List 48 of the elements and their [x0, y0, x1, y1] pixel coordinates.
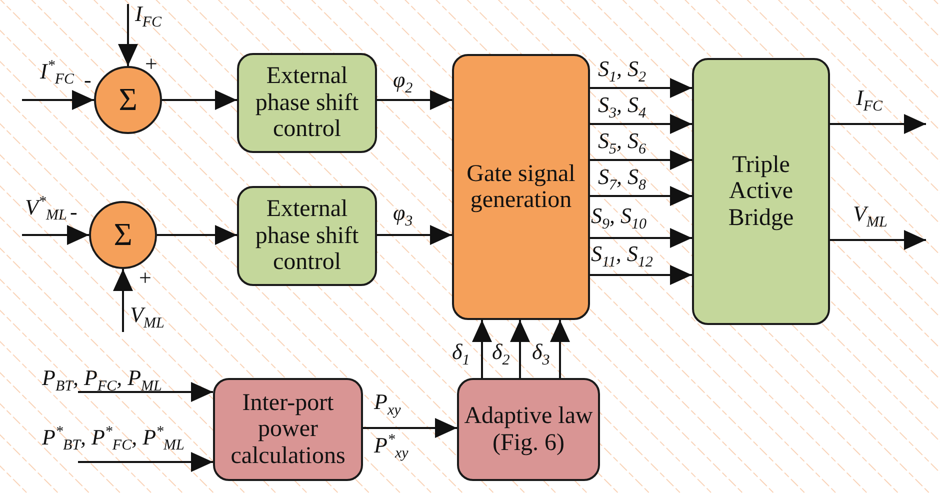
edge-label: S$_{3}$, S$_{4}$	[598, 93, 646, 122]
edge-label: S$_{9}$, S$_{10}$	[591, 204, 646, 233]
edge-label: V$_{ML}$	[853, 202, 888, 231]
control-block: External phase shift control	[237, 53, 377, 153]
arrow	[377, 225, 452, 245]
sign-label: -	[84, 68, 92, 92]
arrow	[162, 90, 237, 110]
arrow	[550, 320, 570, 378]
arrow	[78, 382, 213, 402]
arrow	[377, 90, 452, 110]
edge-label: δ$_{1}$	[452, 340, 470, 369]
edge-label: P$_{xy}$	[374, 390, 401, 419]
arrow	[830, 230, 926, 250]
sign-label: +	[139, 266, 152, 290]
arrow	[590, 265, 692, 285]
arrow	[590, 78, 692, 98]
edge-label: P$_{BT}$, P$_{FC}$, P$_{ML}$	[42, 366, 162, 395]
arrow	[22, 90, 94, 110]
converter-block: Triple Active Bridge	[692, 58, 830, 325]
edge-label: δ$_{3}$	[532, 340, 550, 369]
edge-label: φ$_{3}$	[393, 201, 413, 230]
arrow	[590, 150, 692, 170]
arrow	[590, 114, 692, 134]
edge-label: S$_{7}$, S$_{8}$	[598, 165, 646, 194]
arrow	[472, 320, 492, 378]
arrow	[118, 4, 138, 66]
edge-label: S$_{11}$, S$_{12}$	[591, 242, 653, 271]
arrow	[830, 114, 926, 134]
process-block: Inter-port power calculations	[213, 378, 363, 481]
edge-label: S$_{1}$, S$_{2}$	[598, 57, 646, 86]
arrow	[590, 228, 692, 248]
arrow	[22, 225, 89, 245]
sign-label: -	[70, 200, 78, 224]
control-block: External phase shift control	[237, 186, 377, 286]
arrow	[78, 452, 213, 472]
edge-label: δ$_{2}$	[492, 340, 510, 369]
edge-label: I$_{FC}$	[135, 2, 162, 31]
arrow	[510, 320, 530, 378]
arrow	[113, 269, 133, 332]
process-block: Gate signal generation	[452, 54, 590, 320]
arrow	[157, 225, 237, 245]
arrow	[363, 418, 457, 438]
edge-label: φ$_{2}$	[393, 68, 413, 97]
process-block: Adaptive law (Fig. 6)	[457, 378, 600, 481]
edge-label: V$_{ML}$	[130, 303, 164, 332]
edge-label: S$_{5}$, S$_{6}$	[598, 129, 646, 158]
edge-label: I$_{FC}$	[856, 86, 882, 115]
arrow	[590, 186, 692, 206]
